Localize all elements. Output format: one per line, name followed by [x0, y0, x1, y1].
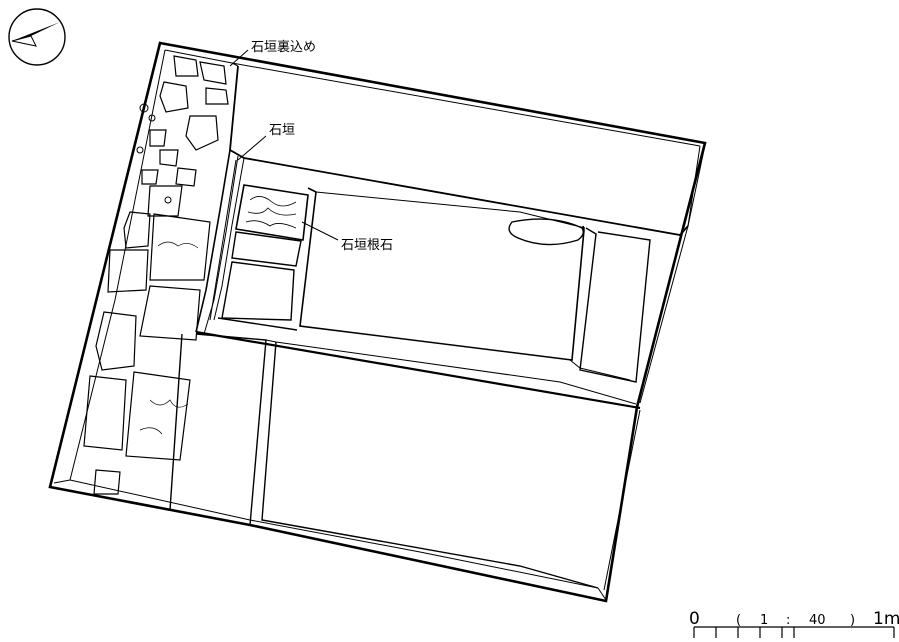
stone-wall — [195, 149, 245, 335]
foundation-stones — [217, 184, 309, 331]
upper-step — [229, 62, 689, 236]
scale-ratio-sep: : — [786, 613, 790, 628]
label-foundation-stone: 石垣根石 — [341, 238, 393, 253]
middle-platform — [299, 187, 651, 383]
north-arrow-icon — [8, 8, 66, 66]
scale-end: 1m — [873, 609, 899, 629]
trench-outline — [48, 41, 707, 603]
scale-ratio-open: ( — [736, 613, 741, 628]
scale-bar: 0 ( 1 : 40 ) 1m — [689, 609, 899, 638]
lower-floor — [169, 330, 641, 589]
scale-ratio-left: 1 — [760, 613, 768, 628]
scale-zero: 0 — [689, 609, 700, 629]
leader-lines — [229, 49, 339, 241]
label-wall-backfill: 石垣裏込め — [251, 40, 316, 55]
scale-ratio-right: 40 — [809, 613, 826, 628]
backfill-stones — [83, 55, 229, 495]
label-stone-wall: 石垣 — [269, 123, 295, 138]
scale-ratio-close: ) — [850, 613, 855, 628]
